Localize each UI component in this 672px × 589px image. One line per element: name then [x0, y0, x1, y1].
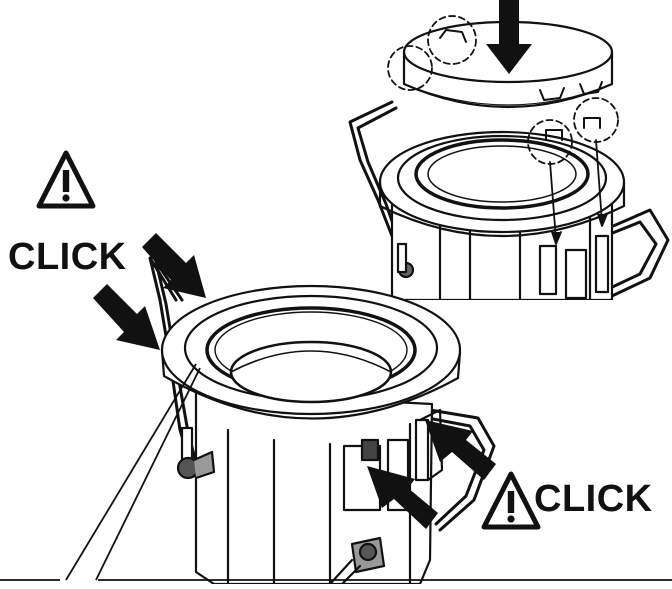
top-spring-left	[348, 100, 400, 240]
push-arrow-lower-center	[367, 466, 438, 529]
bottom-screw-left	[176, 426, 216, 480]
push-arrow-lower-left	[93, 284, 160, 350]
bottom-bezel-ring	[160, 284, 462, 420]
top-bezel-ring	[378, 130, 626, 237]
push-arrows	[93, 233, 496, 529]
top-spring-right	[598, 208, 670, 298]
click-label-right: CLICK	[534, 478, 653, 520]
alignment-arrows	[549, 139, 608, 245]
click-label-left: CLICK	[8, 236, 127, 278]
push-arrow-upper-left	[142, 233, 206, 298]
top-assembly-illustration	[348, 15, 670, 300]
warning-triangle-icon	[481, 471, 541, 530]
leader-lines	[0, 363, 672, 581]
warning-triangle-icon	[36, 150, 96, 209]
top-screw-left	[396, 242, 415, 279]
bottom-spring-right	[426, 408, 496, 532]
bottom-screw-center	[328, 536, 386, 586]
push-arrow-lower-right	[425, 420, 496, 480]
insert-ring-arrow	[486, 0, 532, 74]
bottom-assembly-illustration	[148, 256, 496, 586]
